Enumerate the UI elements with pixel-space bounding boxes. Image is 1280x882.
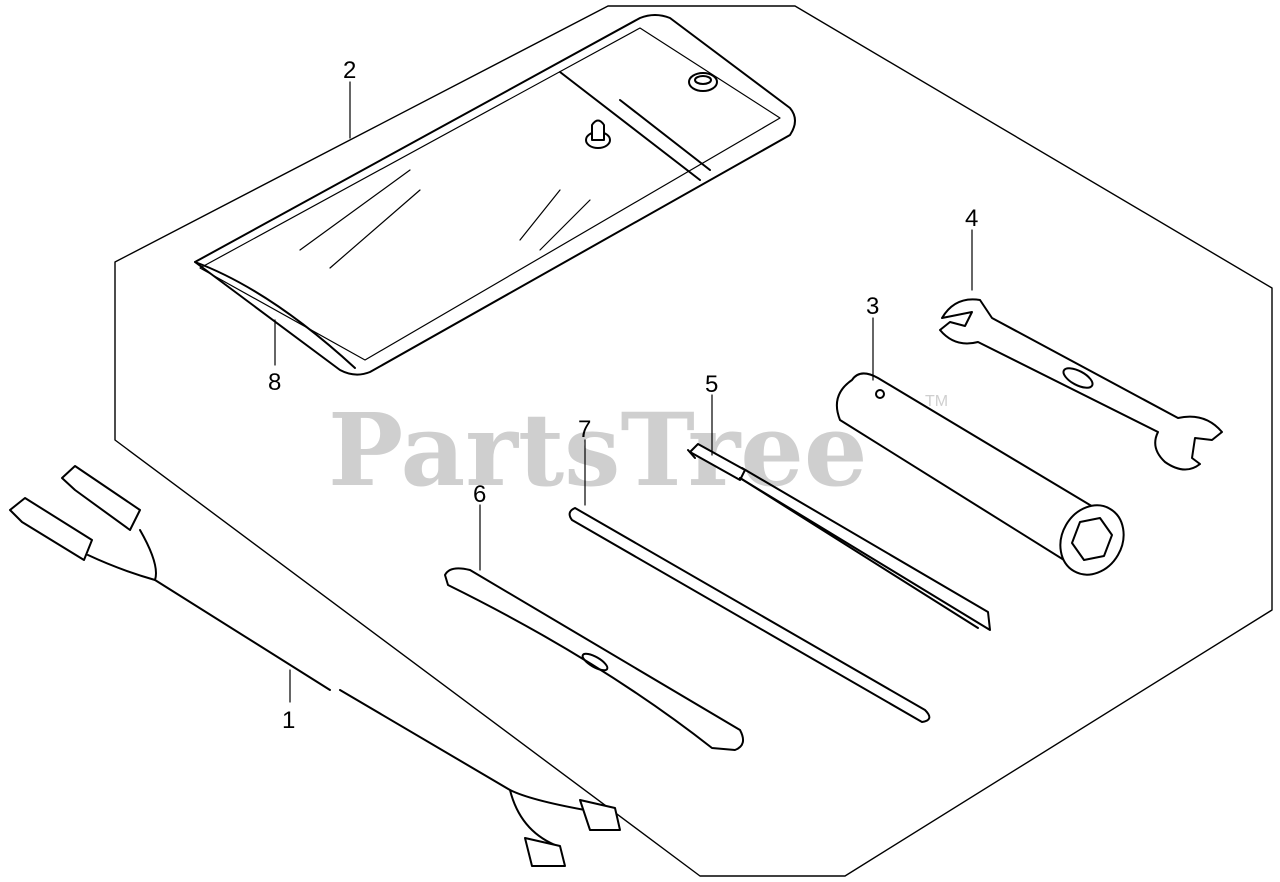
cable-harness (9, 465, 621, 867)
handle-rod (568, 507, 931, 723)
callout-5: 5 (705, 371, 718, 398)
leader-lines (274, 81, 973, 703)
callout-1: 1 (282, 707, 295, 734)
wrench (939, 298, 1223, 471)
watermark-text: PartsTree (328, 391, 868, 509)
callout-6: 6 (473, 481, 486, 508)
tool-bag (194, 14, 796, 376)
callout-3: 3 (866, 293, 879, 320)
callout-8: 8 (268, 369, 281, 396)
callout-4: 4 (965, 205, 978, 232)
callout-7: 7 (578, 416, 591, 443)
kit-boundary (114, 5, 1273, 877)
watermark-trademark: TM (925, 393, 948, 410)
box-wrench (836, 372, 1125, 576)
screwdriver (687, 443, 991, 631)
callout-2: 2 (343, 57, 356, 84)
flat-bar (444, 567, 745, 751)
